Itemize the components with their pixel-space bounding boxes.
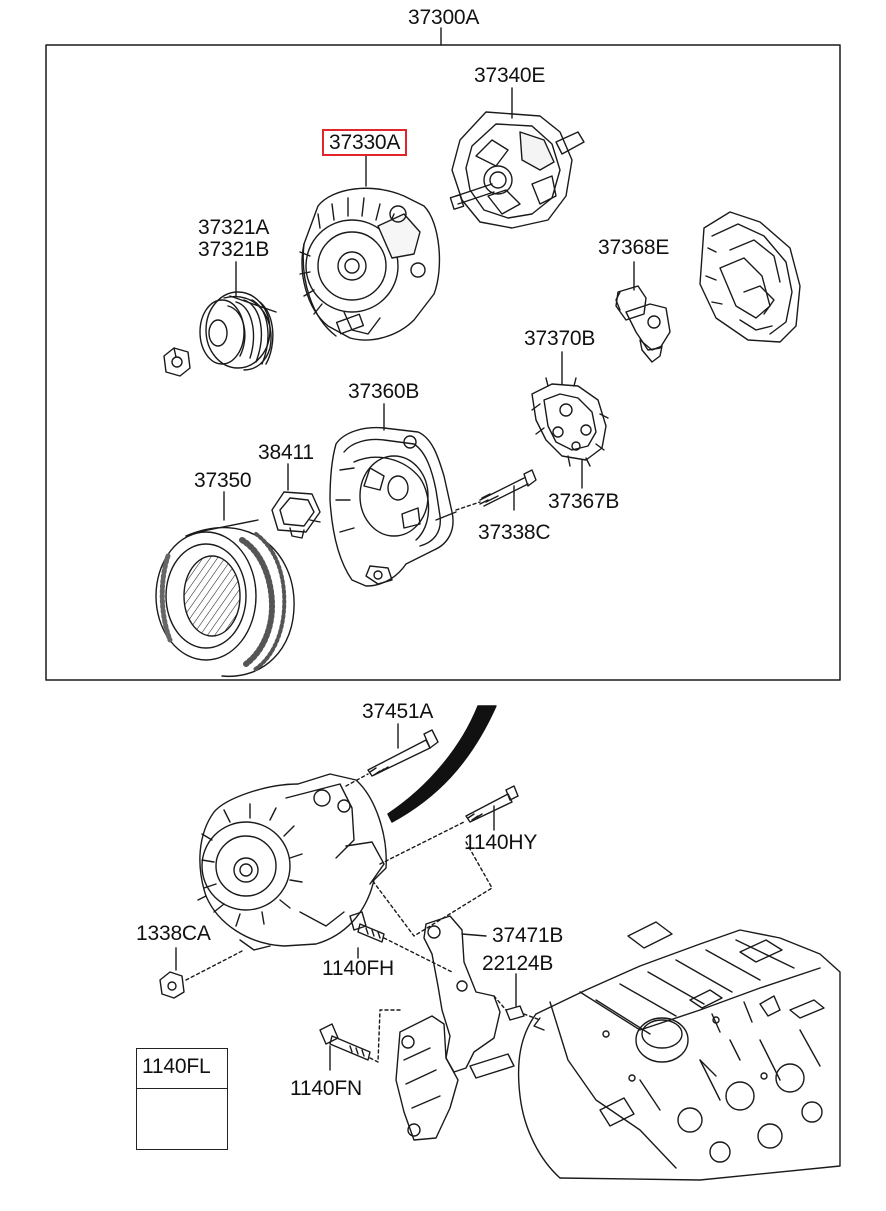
bolt-hy-part[interactable] xyxy=(379,785,519,865)
bolt-fh-part[interactable] xyxy=(349,911,453,973)
callout-37471B[interactable]: 37471B xyxy=(492,924,564,947)
callout-37330A-highlighted[interactable]: 37330A xyxy=(322,129,408,156)
callout-1140FN[interactable]: 1140FN xyxy=(290,1077,362,1100)
callout-37340E[interactable]: 37340E xyxy=(474,64,546,87)
long-bolt-part[interactable] xyxy=(345,723,439,787)
dowel-part[interactable] xyxy=(493,973,541,1021)
callout-37321B[interactable]: 37321B xyxy=(198,238,270,261)
legend-box-label: 1140FL xyxy=(142,1055,211,1078)
legend-box-1140FL[interactable] xyxy=(136,1048,228,1150)
bracket-part[interactable] xyxy=(371,841,515,1141)
pulley-part[interactable] xyxy=(199,261,277,371)
rear-cover-shell-part[interactable] xyxy=(699,211,801,343)
rectifier-part[interactable] xyxy=(531,351,609,467)
pulley-nut-part[interactable] xyxy=(163,347,191,377)
front-housing-part[interactable] xyxy=(329,403,457,587)
regulator-part[interactable] xyxy=(615,261,671,363)
assembly-frame xyxy=(45,44,841,681)
callout-37360B[interactable]: 37360B xyxy=(348,380,420,403)
callout-37338C[interactable]: 37338C xyxy=(478,521,551,544)
stator-housing-part[interactable] xyxy=(299,155,441,341)
drive-belt xyxy=(387,705,497,823)
callout-37368E[interactable]: 37368E xyxy=(598,236,670,259)
stator-part[interactable] xyxy=(155,491,295,677)
callout-1338CA[interactable]: 1338CA xyxy=(136,922,211,945)
through-bolt-part[interactable] xyxy=(455,469,537,511)
nut-ca-part[interactable] xyxy=(159,947,245,999)
callout-37367B[interactable]: 37367B xyxy=(548,490,620,513)
engine-block xyxy=(517,921,841,1181)
callout-37370B[interactable]: 37370B xyxy=(524,327,596,350)
callout-1140HY[interactable]: 1140HY xyxy=(464,831,538,854)
seal-part[interactable] xyxy=(271,463,321,539)
assembly-part-number: 37300A xyxy=(408,6,480,29)
legend-box-header xyxy=(137,1049,227,1089)
callout-38411[interactable]: 38411 xyxy=(258,441,314,464)
callout-22124B[interactable]: 22124B xyxy=(482,952,554,975)
callout-37451A[interactable]: 37451A xyxy=(362,700,434,723)
rear-cover-part[interactable] xyxy=(449,87,585,229)
alternator-assembly-part[interactable] xyxy=(197,773,387,951)
bolt-fn-part[interactable] xyxy=(319,1009,401,1071)
callout-37350[interactable]: 37350 xyxy=(194,469,252,492)
callout-37321A[interactable]: 37321A xyxy=(198,216,270,239)
callout-1140FH[interactable]: 1140FH xyxy=(322,957,394,980)
